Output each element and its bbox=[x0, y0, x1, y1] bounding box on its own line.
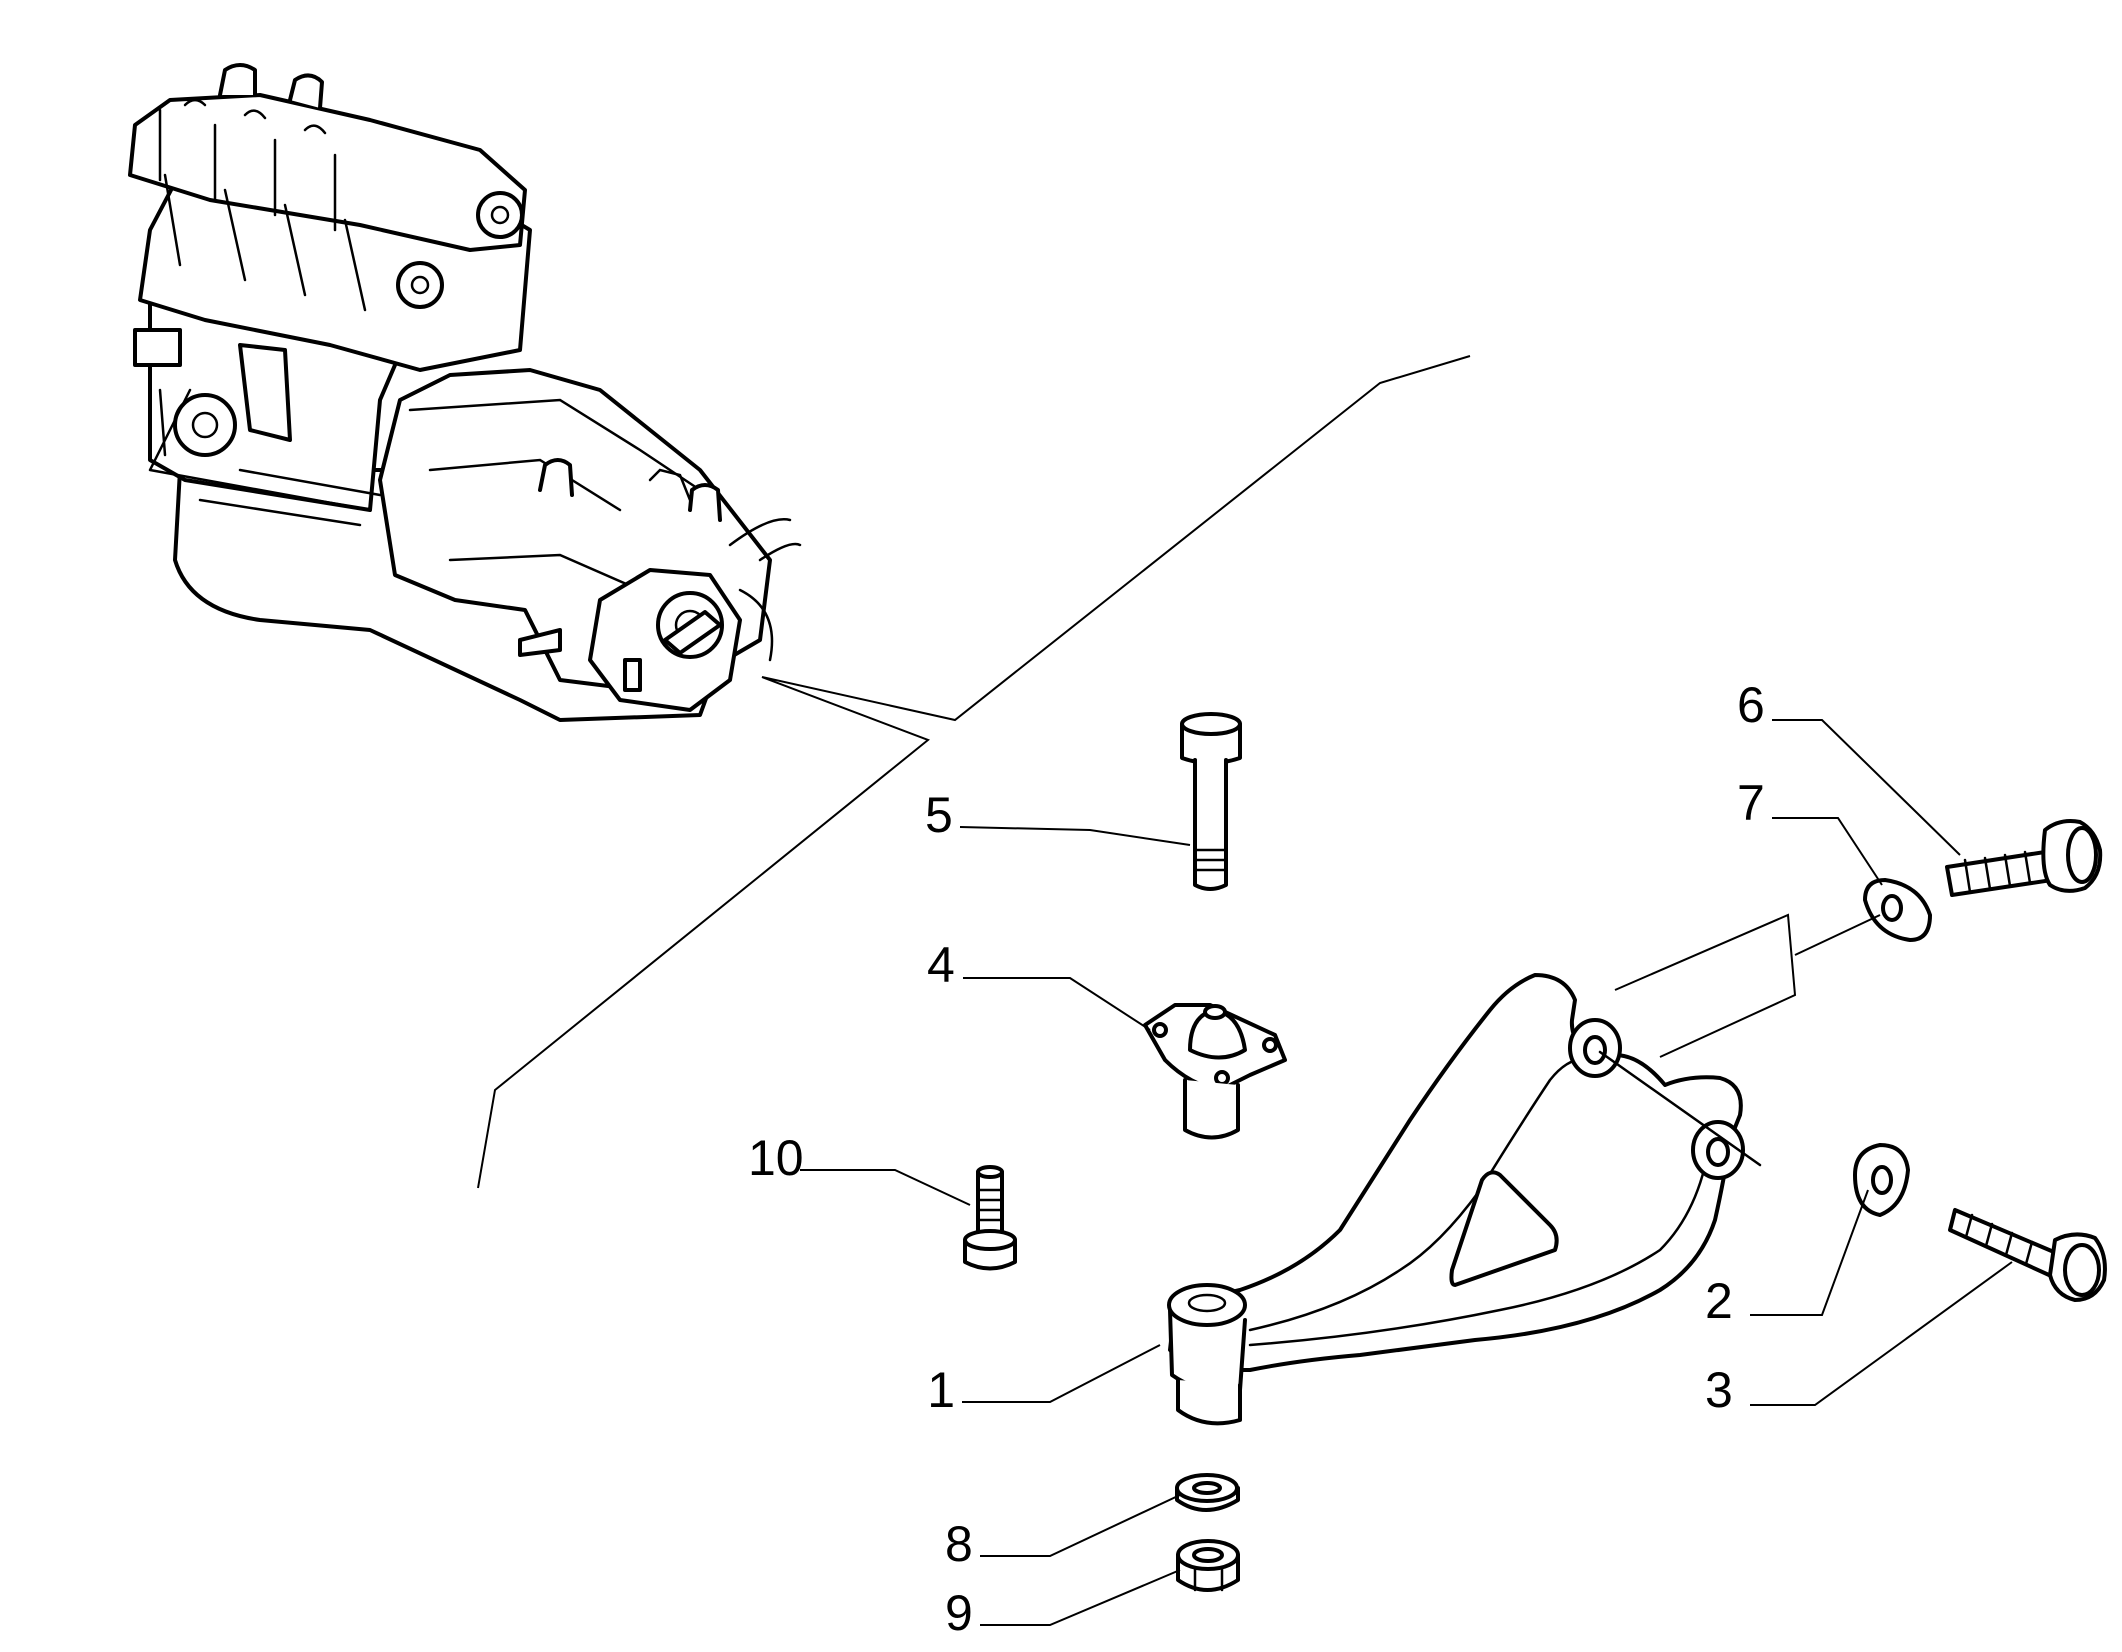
leader-line-7 bbox=[1772, 817, 1883, 886]
engine-gearbox-assembly-icon bbox=[128, 63, 802, 722]
bolt-icon bbox=[963, 1165, 1017, 1271]
callout-1: 1 bbox=[927, 1362, 955, 1418]
leader-line-9 bbox=[980, 1569, 1181, 1626]
washer-icon bbox=[1863, 878, 1932, 942]
leader-line-2 bbox=[1750, 1189, 1869, 1316]
leader-lines bbox=[800, 719, 2013, 1626]
callout-2: 2 bbox=[1705, 1273, 1733, 1329]
assembly-boundary-lines bbox=[477, 355, 1471, 1189]
bolt-icon bbox=[1948, 1208, 2107, 1302]
rubber-mount-icon bbox=[1143, 1003, 1287, 1140]
leader-line-4 bbox=[963, 977, 1151, 1031]
washer-icon bbox=[1175, 1473, 1240, 1512]
washer-icon bbox=[1853, 1143, 1910, 1217]
leader-line-10 bbox=[800, 1169, 971, 1206]
nut-icon bbox=[1176, 1539, 1240, 1592]
callout-6: 6 bbox=[1737, 677, 1765, 733]
leader-line-1 bbox=[962, 1344, 1161, 1403]
callout-4: 4 bbox=[927, 937, 955, 993]
callout-9: 9 bbox=[945, 1585, 973, 1641]
callout-10: 10 bbox=[748, 1130, 804, 1186]
leader-line-7-bracket bbox=[1614, 913, 1881, 1058]
support-bracket-arm-icon bbox=[1167, 973, 1762, 1426]
callout-7: 7 bbox=[1737, 775, 1765, 831]
leader-line-3 bbox=[1750, 1261, 2013, 1406]
callout-3: 3 bbox=[1705, 1362, 1733, 1418]
callout-5: 5 bbox=[925, 787, 953, 843]
leader-line-6 bbox=[1772, 719, 1961, 856]
leader-line-5 bbox=[959, 826, 1191, 846]
leader-line-8 bbox=[980, 1494, 1181, 1557]
bolt-icon bbox=[1945, 819, 2103, 897]
callout-8: 8 bbox=[945, 1516, 973, 1572]
bolt-icon bbox=[1180, 712, 1242, 891]
callout-labels: 6 7 5 4 10 2 1 3 8 9 bbox=[748, 677, 1765, 1641]
